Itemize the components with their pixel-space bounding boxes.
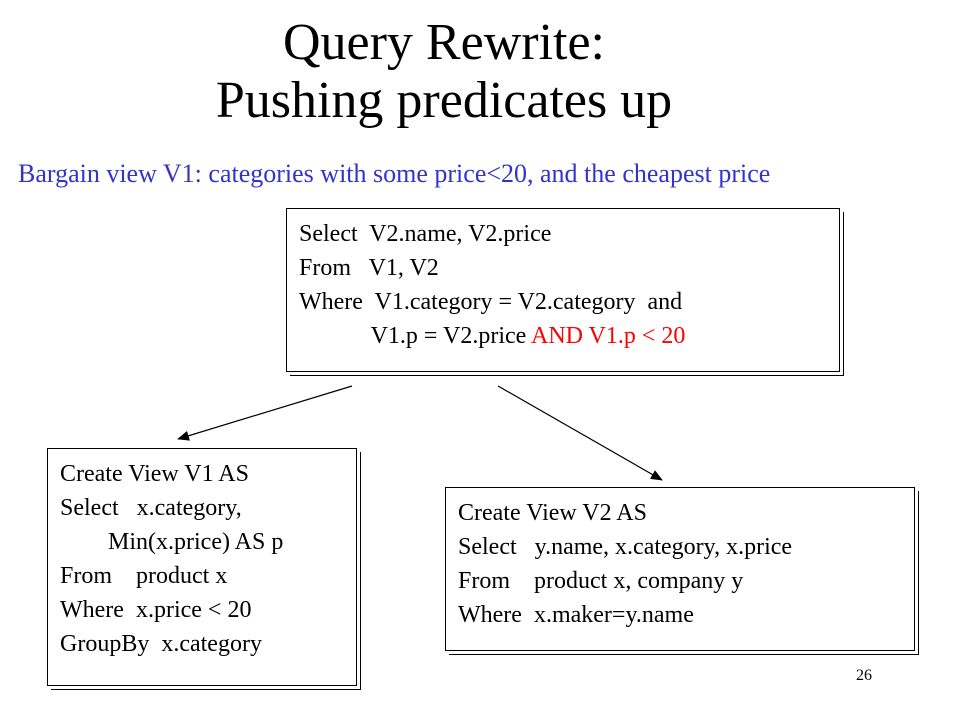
- view-v1-box: Create View V1 AS Select x.category, Min…: [47, 448, 357, 686]
- view-v2-box: Create View V2 AS Select y.name, x.categ…: [445, 487, 915, 651]
- main-query-box: Select V2.name, V2.price From V1, V2 Whe…: [286, 208, 840, 372]
- title-line-1: Query Rewrite:: [282, 14, 605, 71]
- view-v2-line-4: Where x.maker=y.name: [458, 602, 694, 628]
- title-line-2: Pushing predicates up: [215, 72, 673, 129]
- arrow-to-v2: [497, 385, 663, 481]
- view-v2-line-2: Select y.name, x.category, x.price: [458, 534, 793, 560]
- view-v1-line-1: Create View V1 AS: [60, 461, 249, 487]
- slide-title: Query Rewrite: Pushing predicates up: [0, 14, 888, 130]
- view-v1-line-2: Select x.category,: [60, 495, 242, 521]
- view-v1-line-5: Where x.price < 20: [60, 597, 252, 623]
- view-v2-line-3: From product x, company y: [458, 568, 744, 594]
- main-query-line-from: From V1, V2: [299, 255, 439, 281]
- main-query-highlight: AND V1.p < 20: [530, 323, 686, 349]
- view-v1-line-6: GroupBy x.category: [60, 631, 262, 657]
- page-number: 26: [856, 667, 872, 684]
- view-v1-line-4: From product x: [60, 563, 228, 589]
- slide-subtitle: Bargain view V1: categories with some pr…: [18, 159, 771, 188]
- main-query-condition-text: V1.p = V2.price: [299, 323, 531, 349]
- view-v2-line-1: Create View V2 AS: [458, 500, 647, 526]
- main-query-line-select: Select V2.name, V2.price: [299, 221, 552, 247]
- view-v1-line-3: Min(x.price) AS p: [60, 529, 284, 555]
- main-query-line-where: Where V1.category = V2.category and: [299, 289, 683, 315]
- arrow-to-v1: [177, 385, 353, 441]
- main-query-line-condition: V1.p = V2.price AND V1.p < 20: [299, 319, 827, 353]
